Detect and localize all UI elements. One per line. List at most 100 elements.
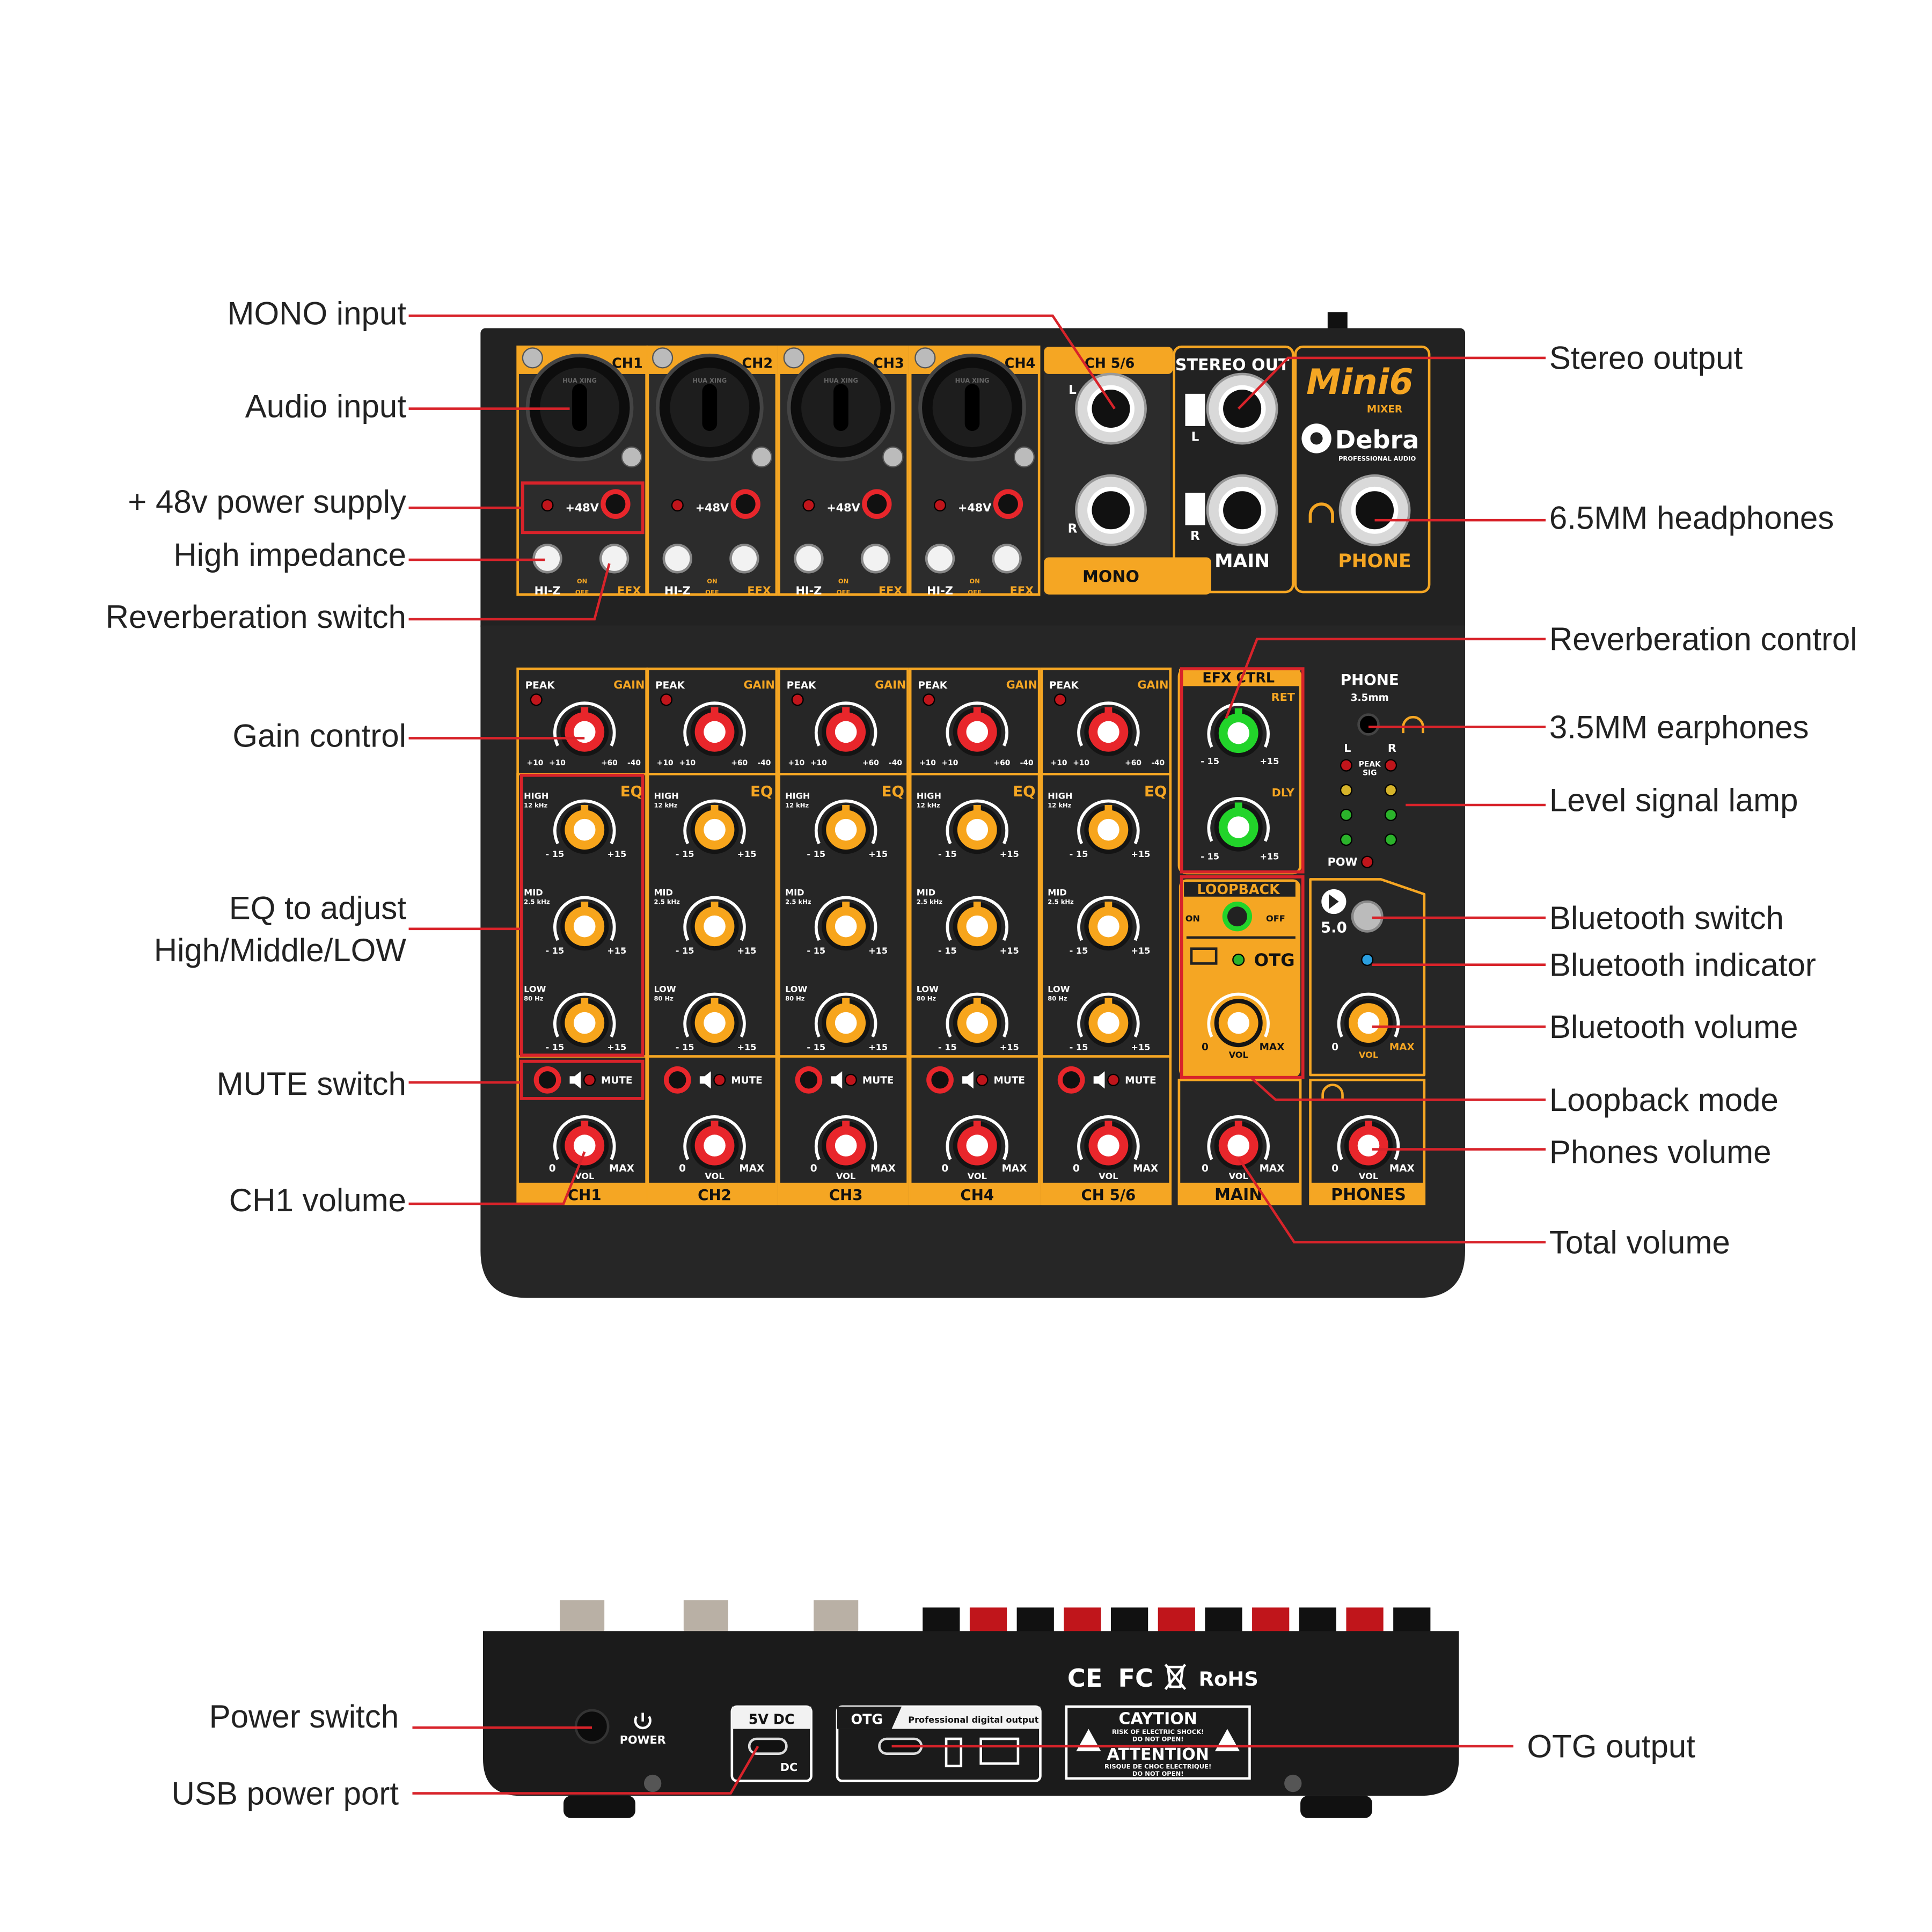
label: EFX CTRL: [1202, 670, 1275, 686]
label: GAIN: [875, 678, 906, 691]
xlr-combo-jack[interactable]: [655, 353, 764, 462]
eq-low-knob[interactable]: [1077, 992, 1140, 1048]
label: 12 kHz: [917, 802, 940, 809]
label: HIGH: [1048, 791, 1072, 801]
screw-icon: [1284, 1774, 1302, 1792]
label: 80 Hz: [654, 995, 674, 1002]
loopback-switch[interactable]: [1222, 902, 1253, 932]
label: - 15: [1070, 946, 1088, 956]
headphones-icon: [1321, 1084, 1344, 1100]
main-volume-knob[interactable]: [1207, 1115, 1270, 1170]
channel-volume-knob[interactable]: [683, 1115, 746, 1170]
usb-c-power-port[interactable]: [748, 1737, 788, 1755]
eq-mid-knob[interactable]: [553, 896, 616, 951]
eq-high-knob[interactable]: [1077, 799, 1140, 854]
laptop-icon: [1190, 947, 1218, 965]
efx-delay-knob[interactable]: [1207, 797, 1270, 852]
highlight-boxes: [519, 481, 1305, 1100]
gain-knob[interactable]: [814, 701, 877, 756]
hi-z-switch[interactable]: [794, 544, 824, 574]
label: +10: [1051, 759, 1067, 767]
efx-return-knob[interactable]: [1207, 702, 1270, 758]
level-led-l: [1340, 759, 1352, 772]
phantom-power-button[interactable]: [993, 489, 1023, 519]
hi-z-switch[interactable]: [925, 544, 955, 574]
label: MUTE: [1125, 1075, 1157, 1086]
eq-mid-knob[interactable]: [946, 896, 1009, 951]
otg-volume-knob[interactable]: [1207, 992, 1270, 1048]
eq-low-knob[interactable]: [946, 992, 1009, 1048]
efx-switch[interactable]: [860, 544, 891, 574]
xlr-combo-jack[interactable]: [918, 353, 1026, 462]
label: +60: [1125, 759, 1141, 767]
gain-knob[interactable]: [553, 701, 616, 756]
eq-low-knob[interactable]: [683, 992, 746, 1048]
screw-icon: [522, 347, 543, 369]
efx-switch[interactable]: [599, 544, 630, 574]
label: PEAK: [525, 680, 555, 691]
eq-low-knob[interactable]: [814, 992, 877, 1048]
eq-high-knob[interactable]: [553, 799, 616, 854]
eq-high-knob[interactable]: [946, 799, 1009, 854]
hi-z-switch[interactable]: [662, 544, 692, 574]
bluetooth-volume-knob[interactable]: [1337, 992, 1400, 1048]
mute-button[interactable]: [663, 1066, 691, 1094]
channel-volume-knob[interactable]: [553, 1115, 616, 1170]
eq-mid-knob[interactable]: [683, 896, 746, 951]
mute-button[interactable]: [533, 1066, 561, 1094]
eq-mid-knob[interactable]: [1077, 896, 1140, 951]
label: - 15: [938, 1042, 957, 1052]
eq-mid-knob[interactable]: [814, 896, 877, 951]
phantom-power-button[interactable]: [601, 489, 631, 519]
peak-led: [791, 693, 804, 706]
foot: [564, 1796, 635, 1818]
mono-input-jack-l[interactable]: [1075, 372, 1147, 445]
earphone-jack-35[interactable]: [1357, 713, 1380, 736]
headphones-icon: [1308, 502, 1334, 523]
xlr-combo-jack[interactable]: [525, 353, 634, 462]
gain-knob[interactable]: [683, 701, 746, 756]
phantom-power-button[interactable]: [862, 489, 892, 519]
channel-volume-knob[interactable]: [1077, 1115, 1140, 1170]
level-led-l: [1340, 833, 1352, 846]
gain-knob[interactable]: [946, 701, 1009, 756]
callout-audio-input: Audio input: [245, 389, 407, 425]
mute-button[interactable]: [1057, 1066, 1085, 1094]
label: - 15: [545, 1042, 564, 1052]
level-led-r: [1385, 759, 1397, 772]
gain-knob[interactable]: [1077, 701, 1140, 756]
label: VOL: [705, 1171, 724, 1181]
label: +15: [607, 1042, 626, 1052]
phantom-led: [671, 499, 684, 512]
efx-switch[interactable]: [992, 544, 1022, 574]
channel-volume-knob[interactable]: [946, 1115, 1009, 1170]
phantom-power-button[interactable]: [730, 489, 760, 519]
xlr-combo-jack[interactable]: [787, 353, 895, 462]
reverb-control-leader-line: [1225, 638, 1546, 719]
headphone-jack-65[interactable]: [1338, 474, 1411, 546]
callout-loopback: Loopback mode: [1549, 1082, 1779, 1118]
callout-mono-input: MONO input: [227, 296, 406, 332]
label: +48V: [958, 501, 991, 514]
label: EQ: [1013, 782, 1035, 800]
channel-volume-knob[interactable]: [814, 1115, 877, 1170]
stereo-out-jack-l[interactable]: [1206, 372, 1278, 445]
label: PHONE: [1338, 551, 1411, 572]
eq-high-knob[interactable]: [814, 799, 877, 854]
mute-button[interactable]: [926, 1066, 954, 1094]
label: MAIN: [1214, 1185, 1262, 1204]
label: HIGH: [524, 791, 548, 801]
label: -40: [627, 759, 641, 767]
phones-volume-knob[interactable]: [1337, 1115, 1400, 1170]
stereo-out-jack-r[interactable]: [1206, 474, 1278, 546]
eq-high-knob[interactable]: [683, 799, 746, 854]
eq-low-knob[interactable]: [553, 992, 616, 1048]
efx-switch[interactable]: [729, 544, 759, 574]
label: GAIN: [1006, 678, 1037, 691]
mute-button[interactable]: [795, 1066, 823, 1094]
label: CH1: [612, 355, 643, 371]
mono-input-jack-r[interactable]: [1075, 474, 1147, 546]
